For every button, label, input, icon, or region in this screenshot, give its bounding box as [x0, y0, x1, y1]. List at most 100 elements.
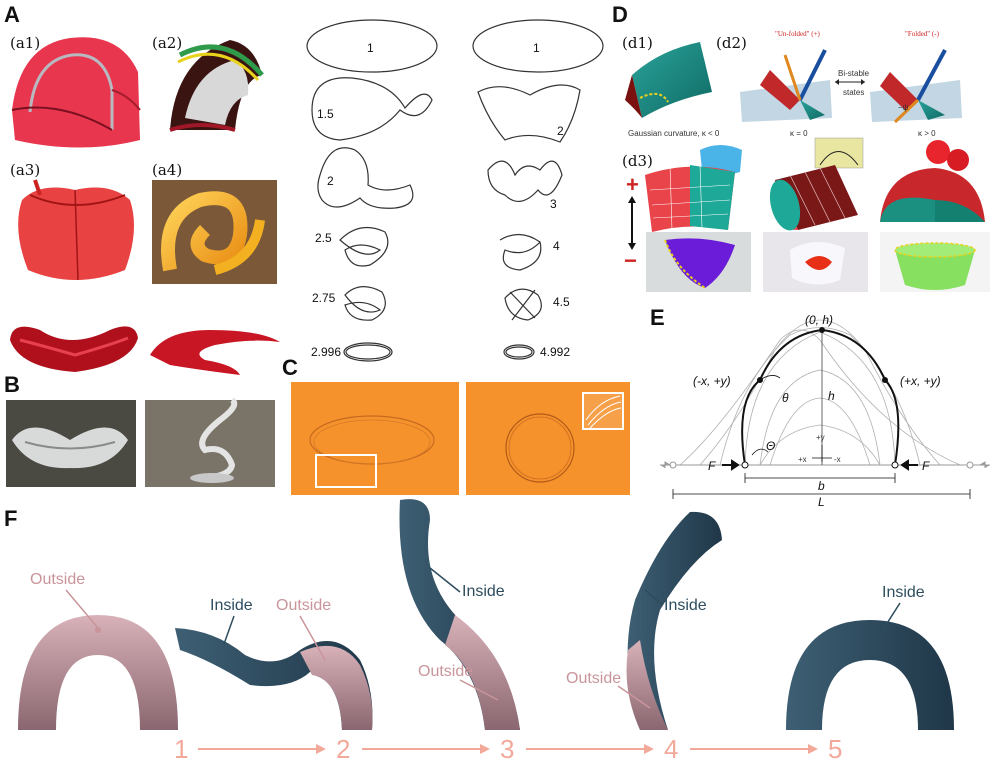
curve-left-2-75: [344, 286, 386, 321]
panel-letter-e: E: [650, 305, 665, 330]
arrow-inside-5: [883, 602, 901, 629]
label-gauss-zero: κ = 0: [790, 129, 808, 138]
label-folded: "Folded" (-): [905, 30, 940, 38]
saddle-shell-d1: [625, 42, 712, 118]
photo-d-zero: [763, 232, 868, 292]
label-plus: +: [626, 172, 639, 197]
force-arrow-left: [722, 459, 740, 471]
curve-label-right-4-5: 4.5: [553, 295, 570, 309]
panel-letter-d: D: [612, 2, 628, 27]
vertical-double-arrow: [628, 196, 636, 250]
sub-label-a4: (a4): [152, 161, 182, 179]
curve-right-4-992-inner: [505, 346, 533, 358]
sub-label-d2: (d2): [716, 34, 747, 52]
force-arrow-right: [900, 459, 918, 471]
label-inside-5: Inside: [882, 584, 925, 601]
curve-sequence-right: 1 2 3 4 4.5 4.992: [472, 19, 604, 360]
label-b: b: [818, 479, 825, 493]
curve-right-2: [477, 84, 581, 143]
strip-stage-3: [399, 499, 520, 730]
curve-sequence-left: 1 1.5 2 2.5 2.75 2.996: [306, 19, 438, 362]
curve-left-1: [306, 19, 438, 73]
saddle-surface-negative: [645, 163, 735, 232]
label-unfolded: "Un-folded" (+): [775, 30, 821, 38]
label-states: states: [843, 88, 864, 97]
curve-right-3: [487, 160, 563, 202]
panel-letter-c: C: [282, 355, 298, 380]
arrow-outside-2: [299, 615, 326, 661]
arrow-inside-2: [223, 615, 235, 645]
tent-image-a1: [11, 37, 141, 148]
step-2: 2: [336, 734, 350, 763]
strip-stage-1: [18, 615, 178, 730]
gray-arrow-right: [978, 461, 990, 468]
curve-label-left-2: 2: [327, 174, 334, 188]
red-strip-models: [10, 326, 280, 375]
gray-arrow-left: [660, 461, 672, 468]
label-plus-y: +y: [816, 433, 825, 442]
photo-b-right: [145, 397, 275, 487]
cylinder-surface-zero: [769, 165, 858, 231]
sub-label-a2: (a2): [152, 34, 182, 52]
panel-letter-f: F: [4, 506, 17, 531]
sub-label-d1: (d1): [622, 34, 653, 52]
label-L: L: [818, 495, 825, 509]
arrow-inside-3: [429, 567, 461, 593]
label-Theta: Θ: [766, 439, 775, 453]
label-outside-3: Outside: [418, 663, 473, 680]
label-gauss-pos: κ > 0: [918, 129, 936, 138]
guide-curves: [679, 319, 961, 466]
twisted-strip-image-a4: [152, 180, 277, 284]
label-top-point: (0, h): [805, 313, 833, 327]
curve-label-left-1-5: 1.5: [317, 107, 334, 121]
label-minus: −: [624, 248, 637, 273]
label-left-point: (-x, +y): [693, 374, 731, 388]
label-outside-2: Outside: [276, 597, 331, 614]
label-inside-2: Inside: [210, 597, 253, 614]
curve-label-right-4: 4: [553, 239, 560, 253]
curvature-thumbnails: [700, 137, 969, 175]
curve-left-2: [317, 147, 414, 209]
label-outside-1: Outside: [30, 571, 85, 588]
label-F-right: F: [922, 459, 930, 473]
curve-label-right-2: 2: [557, 124, 564, 138]
photo-c-left: [291, 382, 459, 495]
step-4: 4: [664, 734, 678, 763]
curve-label-right-3: 3: [550, 197, 557, 211]
popup-basket-image-a3: [18, 179, 134, 281]
step-5: 5: [828, 734, 842, 763]
label-minus-x: -x: [834, 455, 841, 464]
label-theta: θ: [782, 391, 789, 405]
curve-right-4-5: [504, 288, 542, 321]
curve-label-left-1: 1: [367, 41, 374, 55]
photo-b-left: [6, 400, 136, 487]
curve-right-4: [499, 233, 542, 271]
sub-label-d3: (d3): [622, 152, 653, 170]
label-bistable: Bi-stable: [838, 69, 870, 78]
sub-label-a1: (a1): [10, 34, 40, 52]
label-inside-3: Inside: [462, 583, 505, 600]
panel-letter-b: B: [4, 372, 20, 397]
curved-shell-image-a2: [169, 40, 264, 132]
curve-label-right-1: 1: [533, 41, 540, 55]
curve-right-4-992: [503, 344, 535, 360]
strip-stage-5: [786, 620, 954, 730]
label-psi: −ψ: [898, 103, 909, 112]
label-inside-4: Inside: [664, 597, 707, 614]
curve-right-1: [472, 19, 604, 73]
curve-left-2-996-inner: [345, 344, 391, 360]
label-right-point: (+x, +y): [900, 374, 941, 388]
label-outside-4: Outside: [566, 670, 621, 687]
label-gauss-neg: Gaussian curvature, κ < 0: [628, 129, 720, 138]
label-F-left: F: [708, 459, 716, 473]
curve-label-right-4-992: 4.992: [540, 345, 570, 359]
label-h: h: [828, 389, 835, 403]
strip-stage-2: [175, 628, 373, 730]
arrow-outside-1: [65, 589, 99, 629]
step-1: 1: [174, 734, 188, 763]
step-sequence: 1 2 3 4 5: [174, 734, 842, 763]
photo-d-negative: [646, 232, 751, 292]
photo-c-right: [466, 382, 630, 495]
photo-d-positive: [880, 232, 990, 292]
